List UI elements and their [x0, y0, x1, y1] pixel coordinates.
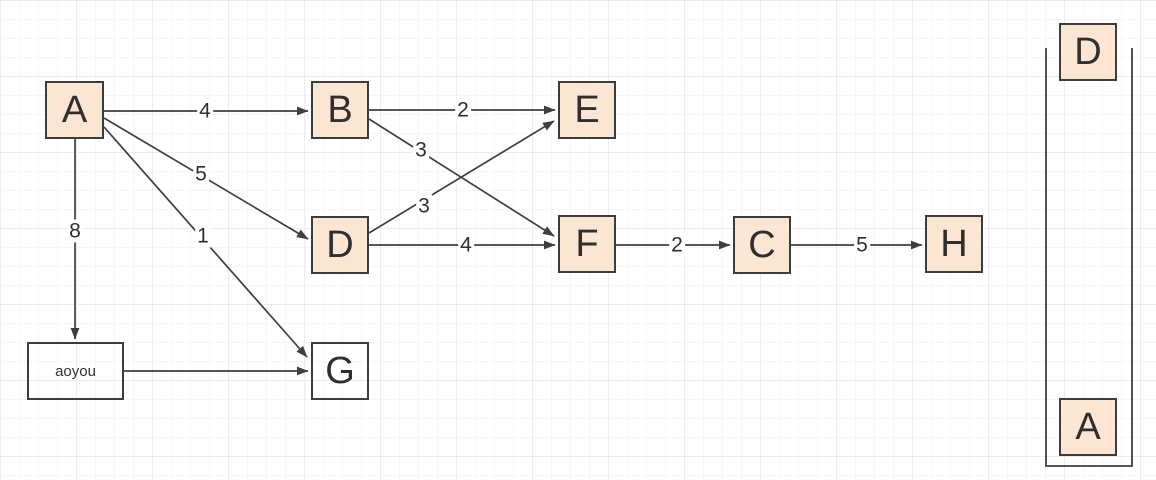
edge-label-D-E[interactable]: 3 [416, 194, 432, 218]
node-f[interactable]: F [558, 215, 616, 273]
node-label: B [327, 89, 353, 131]
node-a[interactable]: A [45, 81, 104, 139]
stack-container[interactable] [1045, 48, 1133, 467]
node-h[interactable]: H [925, 215, 983, 273]
node-label: D [1074, 31, 1102, 73]
node-label: G [325, 350, 355, 392]
node-label: C [748, 224, 776, 266]
node-c[interactable]: C [733, 216, 791, 274]
edge-label-A-G[interactable]: 1 [195, 224, 211, 248]
edge-label-B-E[interactable]: 2 [455, 98, 471, 122]
node-a-stack[interactable]: A [1059, 398, 1117, 456]
node-label: F [575, 223, 599, 265]
node-label: D [326, 224, 354, 266]
node-label: A [61, 89, 88, 131]
node-e[interactable]: E [558, 81, 616, 139]
node-label: H [940, 223, 968, 265]
node-aoyou[interactable]: aoyou [27, 342, 124, 400]
node-d-stack[interactable]: D [1059, 23, 1117, 81]
node-label: aoyou [55, 362, 96, 380]
node-g[interactable]: G [311, 342, 369, 400]
node-b[interactable]: B [311, 81, 369, 139]
edge-label-D-F[interactable]: 4 [458, 233, 474, 257]
edge-label-F-C[interactable]: 2 [669, 233, 685, 257]
edge-label-B-F[interactable]: 3 [413, 138, 429, 162]
edge-label-A-B[interactable]: 4 [197, 99, 213, 123]
edge-D-E[interactable] [368, 120, 555, 234]
edge-label-C-H[interactable]: 5 [854, 233, 870, 257]
node-label: A [1075, 406, 1101, 448]
edge-label-A-aoyou[interactable]: 8 [67, 219, 83, 243]
node-label: E [574, 89, 600, 131]
node-d[interactable]: D [311, 216, 369, 274]
edge-label-A-D[interactable]: 5 [193, 162, 209, 186]
